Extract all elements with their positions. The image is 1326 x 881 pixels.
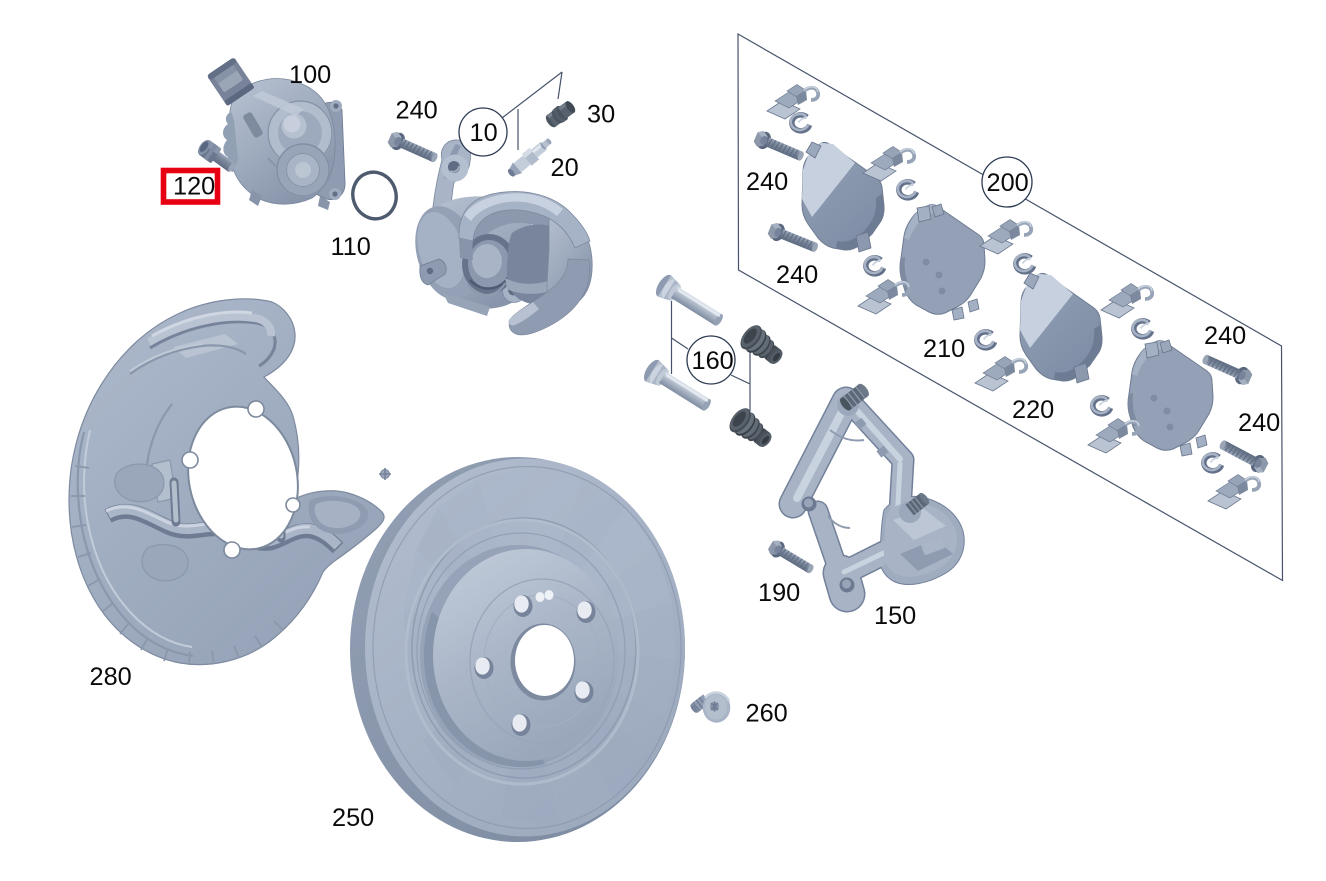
svg-text:200: 200 <box>987 169 1029 197</box>
svg-text:30: 30 <box>587 101 615 129</box>
svg-text:190: 190 <box>758 579 800 607</box>
svg-text:240: 240 <box>396 97 438 125</box>
svg-text:160: 160 <box>692 347 734 375</box>
svg-text:260: 260 <box>746 700 788 728</box>
svg-text:20: 20 <box>551 154 579 182</box>
svg-text:150: 150 <box>874 602 916 630</box>
svg-text:210: 210 <box>923 335 965 363</box>
svg-text:250: 250 <box>332 804 374 832</box>
svg-text:240: 240 <box>746 168 788 196</box>
svg-text:240: 240 <box>776 261 818 289</box>
svg-text:220: 220 <box>1012 396 1054 424</box>
svg-text:10: 10 <box>470 119 498 147</box>
svg-text:240: 240 <box>1238 409 1280 437</box>
svg-text:240: 240 <box>1204 322 1246 350</box>
svg-text:120: 120 <box>173 173 215 201</box>
svg-text:280: 280 <box>90 663 132 691</box>
svg-text:110: 110 <box>331 233 371 261</box>
svg-text:100: 100 <box>289 61 331 89</box>
